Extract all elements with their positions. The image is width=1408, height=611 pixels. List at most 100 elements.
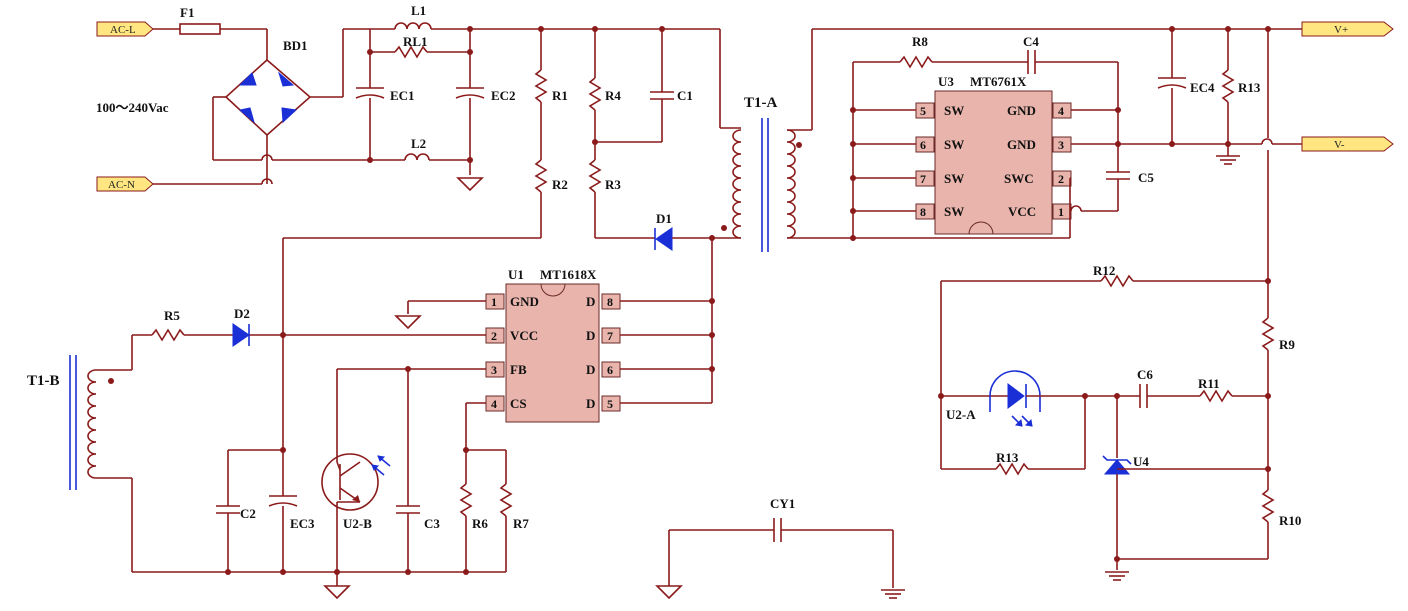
led-u2a bbox=[1007, 383, 1025, 409]
svg-text:C6: C6 bbox=[1137, 367, 1153, 382]
svg-text:AC-L: AC-L bbox=[110, 24, 136, 36]
svg-text:7: 7 bbox=[920, 172, 926, 186]
svg-text:GND: GND bbox=[510, 294, 539, 309]
svg-text:4: 4 bbox=[1058, 104, 1064, 118]
svg-text:MT1618X: MT1618X bbox=[540, 267, 597, 282]
reference-labels: F1 BD1 L1 RL1 L2 EC1 EC2 R1 R2 R3 R4 C1 … bbox=[27, 3, 1301, 531]
svg-text:8: 8 bbox=[607, 295, 613, 309]
svg-text:D: D bbox=[586, 396, 595, 411]
svg-text:D2: D2 bbox=[234, 306, 250, 321]
svg-text:U2-B: U2-B bbox=[343, 516, 372, 531]
resistor-r5 bbox=[151, 328, 185, 342]
svg-text:SW: SW bbox=[944, 137, 964, 152]
resistor-r12 bbox=[1100, 274, 1134, 288]
svg-text:BD1: BD1 bbox=[283, 38, 308, 53]
svg-text:C2: C2 bbox=[240, 506, 256, 521]
svg-text:1: 1 bbox=[491, 295, 497, 309]
inductor-l2 bbox=[404, 153, 430, 161]
svg-text:C1: C1 bbox=[677, 88, 693, 103]
svg-text:D1: D1 bbox=[656, 211, 672, 226]
svg-text:T1-B: T1-B bbox=[27, 373, 60, 389]
svg-text:R12: R12 bbox=[1093, 263, 1115, 278]
svg-text:C4: C4 bbox=[1023, 34, 1039, 49]
svg-text:R6: R6 bbox=[472, 516, 488, 531]
resistor-r2 bbox=[534, 159, 548, 193]
svg-text:SWC: SWC bbox=[1004, 171, 1034, 186]
diode-d1 bbox=[655, 227, 673, 251]
svg-text:4: 4 bbox=[491, 397, 497, 411]
svg-text:R13: R13 bbox=[1238, 80, 1261, 95]
svg-text:2: 2 bbox=[491, 329, 497, 343]
resistor-r6 bbox=[459, 483, 473, 517]
svg-text:6: 6 bbox=[920, 138, 926, 152]
svg-text:SW: SW bbox=[944, 204, 964, 219]
resistor-r9 bbox=[1261, 317, 1275, 351]
port-ac-l: AC-L bbox=[96, 21, 154, 37]
diode-d2 bbox=[232, 323, 250, 347]
svg-text:R7: R7 bbox=[513, 516, 529, 531]
ground-primary bbox=[456, 177, 484, 192]
capacitor-cy1 bbox=[655, 518, 906, 600]
bridge-bd1 bbox=[224, 58, 312, 137]
svg-text:F1: F1 bbox=[180, 5, 194, 20]
svg-text:CS: CS bbox=[510, 396, 527, 411]
svg-text:C5: C5 bbox=[1138, 170, 1154, 185]
svg-text:R4: R4 bbox=[605, 88, 621, 103]
resistor-r7 bbox=[499, 483, 513, 517]
phototransistor-u2b bbox=[321, 453, 379, 511]
svg-text:D: D bbox=[586, 294, 595, 309]
svg-text:GND: GND bbox=[1007, 103, 1036, 118]
svg-text:D: D bbox=[586, 362, 595, 377]
svg-text:8: 8 bbox=[920, 205, 926, 219]
svg-text:3: 3 bbox=[1058, 138, 1064, 152]
input-wiring bbox=[153, 22, 720, 192]
transformer-t1a bbox=[719, 28, 1302, 252]
svg-text:U4: U4 bbox=[1133, 454, 1149, 469]
ic-u3: U3 MT6761X 5 6 7 8 SW SW SW SW 4 3 2 1 G… bbox=[850, 50, 1262, 241]
svg-text:CY1: CY1 bbox=[770, 496, 795, 511]
svg-text:RL1: RL1 bbox=[403, 34, 428, 49]
svg-text:U2-A: U2-A bbox=[946, 407, 976, 422]
svg-text:VCC: VCC bbox=[510, 328, 538, 343]
svg-text:R1: R1 bbox=[552, 88, 568, 103]
svg-text:R3: R3 bbox=[605, 177, 621, 192]
svg-text:EC3: EC3 bbox=[290, 516, 315, 531]
transformer-t1b bbox=[87, 369, 97, 479]
svg-text:V+: V+ bbox=[1334, 24, 1348, 36]
svg-text:VCC: VCC bbox=[1008, 204, 1036, 219]
resistor-r10 bbox=[1261, 489, 1275, 523]
svg-text:1: 1 bbox=[1058, 205, 1064, 219]
resistor-r13-output bbox=[1221, 69, 1235, 103]
resistor-rl1 bbox=[394, 45, 428, 59]
regulator-u4 bbox=[1103, 459, 1131, 475]
port-v-minus: V- bbox=[1301, 136, 1394, 152]
resistor-r11 bbox=[1199, 389, 1233, 403]
svg-text:U1: U1 bbox=[508, 267, 524, 282]
svg-text:R10: R10 bbox=[1279, 513, 1301, 528]
resistor-r13-feedback bbox=[995, 462, 1029, 476]
output-filter bbox=[1157, 26, 1302, 318]
svg-text:7: 7 bbox=[607, 329, 613, 343]
svg-text:R9: R9 bbox=[1279, 337, 1295, 352]
svg-text:L2: L2 bbox=[411, 136, 426, 151]
svg-text:3: 3 bbox=[491, 363, 497, 377]
resistor-r1 bbox=[534, 69, 548, 103]
svg-text:GND: GND bbox=[1007, 137, 1036, 152]
svg-text:U3: U3 bbox=[938, 74, 954, 89]
svg-text:T1-A: T1-A bbox=[744, 95, 778, 111]
port-ac-n: AC-N bbox=[96, 176, 154, 192]
inductor-l1 bbox=[394, 22, 432, 30]
svg-text:R2: R2 bbox=[552, 177, 568, 192]
svg-text:AC-N: AC-N bbox=[108, 179, 135, 191]
svg-text:EC2: EC2 bbox=[491, 88, 516, 103]
resistor-r8 bbox=[899, 55, 933, 69]
svg-text:R11: R11 bbox=[1198, 376, 1220, 391]
svg-text:5: 5 bbox=[920, 104, 926, 118]
port-v-plus: V+ bbox=[1301, 21, 1394, 37]
svg-text:FB: FB bbox=[510, 362, 527, 377]
svg-text:R5: R5 bbox=[164, 308, 180, 323]
input-voltage-label: 100～240Vac bbox=[96, 100, 169, 115]
feedback-network bbox=[938, 274, 1275, 581]
svg-text:D: D bbox=[586, 328, 595, 343]
svg-text:6: 6 bbox=[607, 363, 613, 377]
